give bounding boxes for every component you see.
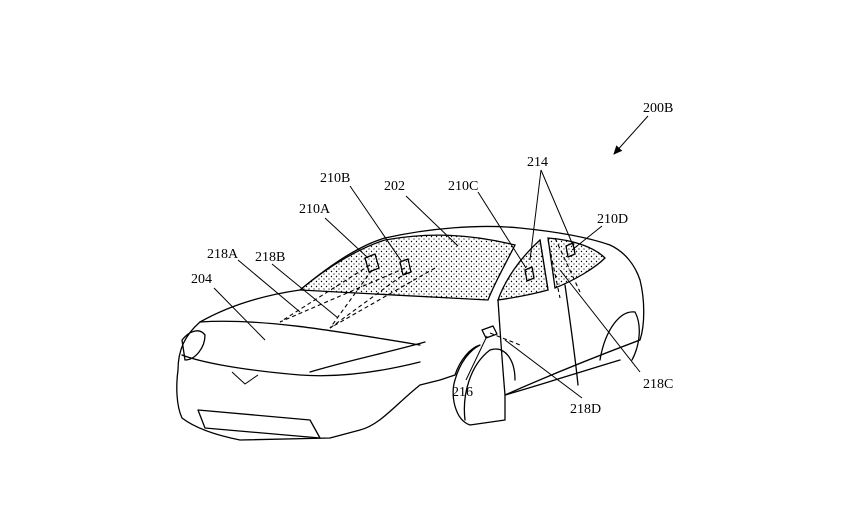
label-218b: 218B	[255, 250, 285, 265]
label-210a: 210A	[299, 202, 331, 217]
beam-218c-a	[547, 239, 561, 299]
car-silhouette	[176, 225, 645, 441]
leader-218d	[504, 339, 583, 399]
beam-218b-mid	[329, 267, 436, 329]
sensor-210d	[565, 242, 576, 258]
leader-216	[465, 335, 488, 381]
leader-218c	[559, 269, 641, 373]
leader-210d	[571, 225, 603, 251]
front-grille	[197, 409, 321, 439]
label-202: 202	[384, 179, 405, 194]
windshield-glass	[298, 234, 516, 301]
leader-lines	[213, 115, 649, 399]
hood-line	[199, 320, 421, 346]
label-218a: 218A	[207, 247, 239, 262]
label-200b: 200B	[643, 101, 673, 116]
leader-210a	[324, 217, 369, 259]
leader-202	[405, 195, 459, 247]
beam-218c-b	[554, 237, 581, 293]
leader-210c	[477, 191, 527, 269]
labels: 200B 214 210B 202 210C 210A 210D 218A 21…	[191, 101, 673, 417]
sensor-210b	[399, 258, 412, 276]
headlight	[181, 330, 206, 361]
front-bumper	[181, 354, 421, 377]
beam-218b-upper	[279, 267, 406, 323]
label-218c: 218C	[643, 377, 673, 392]
beam-218a-upper	[279, 264, 371, 323]
door-seam-rear	[564, 284, 579, 386]
sensing-beams	[279, 237, 581, 346]
label-216: 216	[452, 385, 473, 400]
rear-side-window	[547, 237, 606, 289]
side-sill	[504, 359, 621, 396]
label-210b: 210B	[320, 171, 350, 186]
leader-214-left	[529, 169, 542, 261]
door-seam-front	[497, 299, 506, 396]
leader-218b	[271, 263, 339, 319]
front-side-window	[497, 238, 549, 301]
label-204: 204	[191, 272, 212, 287]
leader-218a	[237, 259, 301, 313]
beam-218a-lower	[329, 269, 373, 329]
label-218d: 218D	[570, 402, 601, 417]
fender-line	[309, 341, 426, 373]
sensors	[364, 242, 576, 339]
beam-218b-lower	[329, 271, 408, 329]
rear-wheel-arch	[599, 311, 640, 361]
leader-210b	[349, 185, 403, 263]
leader-204	[213, 287, 266, 341]
front-wheel-arch	[463, 348, 516, 421]
sensor-210a	[364, 253, 380, 273]
leader-214-right	[540, 169, 576, 251]
sensor-210c	[524, 266, 535, 282]
label-210d: 210D	[597, 212, 628, 227]
label-214: 214	[527, 155, 548, 170]
sensor-216	[481, 325, 498, 339]
beam-218d	[489, 332, 521, 346]
glass-areas	[298, 234, 606, 301]
hood-crease	[231, 371, 259, 385]
reference-arrow	[613, 115, 649, 155]
label-210c: 210C	[448, 179, 478, 194]
